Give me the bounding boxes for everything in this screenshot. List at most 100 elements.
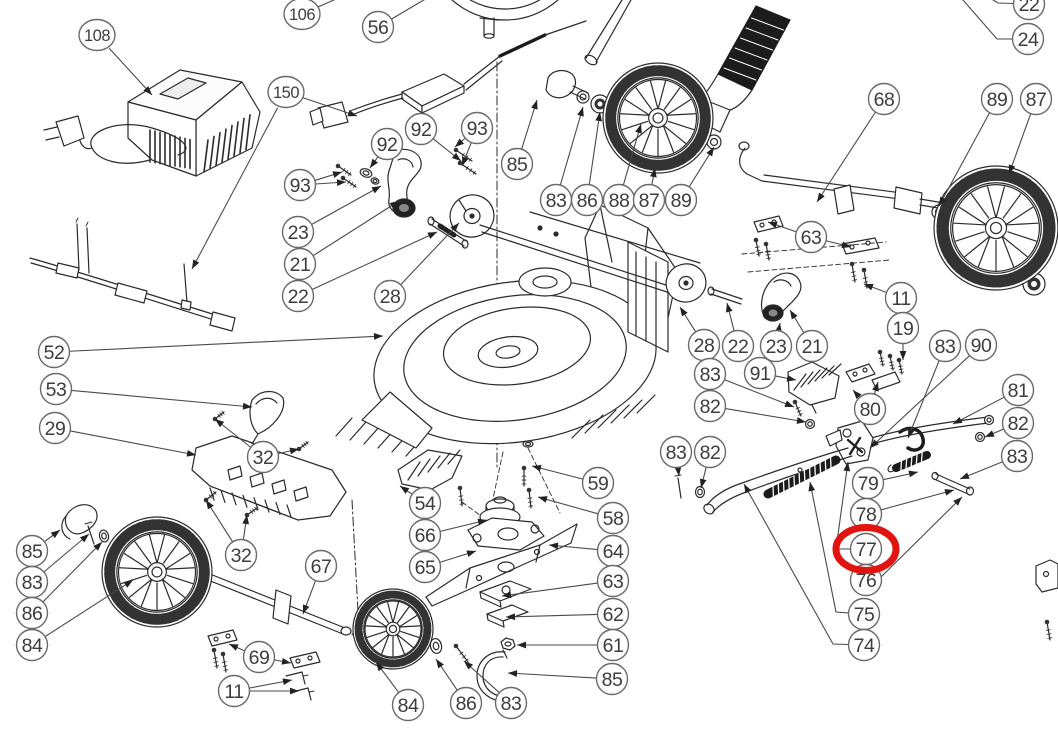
highlight-layer xyxy=(832,524,900,574)
callout-69[interactable]: 69 xyxy=(228,640,292,674)
callout-54[interactable]: 54 xyxy=(399,485,442,520)
callout-label: 28 xyxy=(694,335,715,357)
callout-83[interactable]: 83 xyxy=(539,106,584,217)
callout-91[interactable]: 91 xyxy=(743,356,797,390)
callout-86[interactable]: 86 xyxy=(15,541,103,630)
callout-74[interactable]: 74 xyxy=(743,483,881,662)
callout-77[interactable]: 77 xyxy=(835,461,883,566)
callout-108[interactable]: 108 xyxy=(78,18,153,96)
callout-83[interactable]: 83 xyxy=(959,439,1034,480)
callout-82[interactable]: 82 xyxy=(693,389,807,424)
callout-83[interactable]: 83 xyxy=(693,357,795,408)
callout-label: 22 xyxy=(288,286,309,308)
callout-21[interactable]: 21 xyxy=(789,309,829,363)
callout-22[interactable]: 22 xyxy=(281,231,438,313)
callout-label: 58 xyxy=(603,508,624,530)
callout-label: 82 xyxy=(1008,413,1029,435)
callout-22[interactable]: 22 xyxy=(974,0,1046,21)
callout-label: 53 xyxy=(46,379,67,401)
callout-29[interactable]: 29 xyxy=(38,411,197,457)
callout-85[interactable]: 85 xyxy=(507,662,629,696)
callout-89[interactable]: 89 xyxy=(938,82,1014,207)
callout-32[interactable]: 32 xyxy=(205,499,258,572)
callout-83[interactable]: 83 xyxy=(907,329,962,439)
callout-label: 11 xyxy=(891,288,910,310)
battery-charger xyxy=(43,69,261,177)
callout-93[interactable]: 93 xyxy=(283,168,347,202)
callout-28[interactable]: 28 xyxy=(679,306,721,362)
callout-81[interactable]: 81 xyxy=(952,373,1035,425)
callout-78[interactable]: 78 xyxy=(849,489,955,531)
callout-68[interactable]: 68 xyxy=(816,82,901,203)
callout-32[interactable]: 32 xyxy=(214,418,300,474)
callout-22[interactable]: 22 xyxy=(721,302,755,363)
callout-93[interactable]: 93 xyxy=(454,111,494,167)
callout-11[interactable]: 11 xyxy=(863,281,918,315)
callout-84[interactable]: 84 xyxy=(15,579,134,662)
callout-label: 69 xyxy=(249,647,270,669)
callout-label: 84 xyxy=(398,695,419,717)
callout-64[interactable]: 64 xyxy=(548,534,630,568)
callout-82[interactable]: 82 xyxy=(693,435,727,489)
callout-label: 83 xyxy=(666,442,687,464)
callout-82[interactable]: 82 xyxy=(984,406,1035,440)
callout-80[interactable]: 80 xyxy=(852,381,887,426)
callout-67[interactable]: 67 xyxy=(302,549,338,615)
callout-label: 91 xyxy=(750,363,771,385)
callout-label: 85 xyxy=(602,669,623,691)
callout-21[interactable]: 21 xyxy=(283,200,400,281)
callout-label: 23 xyxy=(288,222,309,244)
callout-label: 108 xyxy=(84,27,110,45)
callout-83[interactable]: 83 xyxy=(659,435,693,477)
callout-label: 67 xyxy=(311,556,332,578)
callout-85[interactable]: 85 xyxy=(500,99,538,181)
callout-61[interactable]: 61 xyxy=(517,628,630,662)
callout-23[interactable]: 23 xyxy=(759,322,793,363)
callout-label: 92 xyxy=(411,119,432,141)
callout-88[interactable]: 88 xyxy=(602,123,642,217)
wheels xyxy=(101,62,1058,670)
callout-28[interactable]: 28 xyxy=(373,222,460,313)
callout-89[interactable]: 89 xyxy=(664,146,715,217)
deflector-flaps xyxy=(249,390,463,491)
callout-79[interactable]: 79 xyxy=(851,466,919,500)
callout-label: 80 xyxy=(860,399,881,421)
callout-65[interactable]: 65 xyxy=(408,550,477,584)
callout-label: 59 xyxy=(588,473,609,495)
front-bumper xyxy=(191,410,347,521)
callout-11[interactable]: 11 xyxy=(217,674,300,708)
callout-83[interactable]: 83 xyxy=(15,533,90,599)
callout-106[interactable]: 106 xyxy=(283,0,352,31)
callout-56[interactable]: 56 xyxy=(361,0,435,44)
callout-86[interactable]: 86 xyxy=(570,111,604,217)
callout-label: 83 xyxy=(22,572,43,594)
callout-62[interactable]: 62 xyxy=(505,597,630,631)
callout-19[interactable]: 19 xyxy=(886,311,920,361)
callout-85[interactable]: 85 xyxy=(15,529,61,568)
callout-87[interactable]: 87 xyxy=(1008,82,1053,175)
callout-66[interactable]: 66 xyxy=(408,518,488,552)
callout-label: 88 xyxy=(609,190,630,212)
callout-53[interactable]: 53 xyxy=(39,372,253,410)
callout-87[interactable]: 87 xyxy=(632,167,666,217)
callout-label: 82 xyxy=(700,396,721,418)
callout-63[interactable]: 63 xyxy=(767,220,852,254)
callout-label: 28 xyxy=(380,286,401,308)
callout-label: 87 xyxy=(639,190,660,212)
callout-59[interactable]: 59 xyxy=(531,464,615,500)
callout-84[interactable]: 84 xyxy=(375,661,425,722)
callout-150[interactable]: 150 xyxy=(191,75,358,270)
callout-58[interactable]: 58 xyxy=(537,496,630,535)
callout-90[interactable]: 90 xyxy=(869,328,998,449)
callout-92[interactable]: 92 xyxy=(369,127,404,169)
callout-label: 79 xyxy=(858,473,879,495)
callout-92[interactable]: 92 xyxy=(404,112,462,162)
callout-52[interactable]: 52 xyxy=(37,333,384,369)
callout-86[interactable]: 86 xyxy=(435,658,483,720)
callout-24[interactable]: 24 xyxy=(956,0,1045,56)
callout-23[interactable]: 23 xyxy=(281,185,382,249)
callout-63[interactable]: 63 xyxy=(501,564,630,599)
callout-label: 56 xyxy=(368,17,389,39)
callout-83[interactable]: 83 xyxy=(463,660,528,720)
